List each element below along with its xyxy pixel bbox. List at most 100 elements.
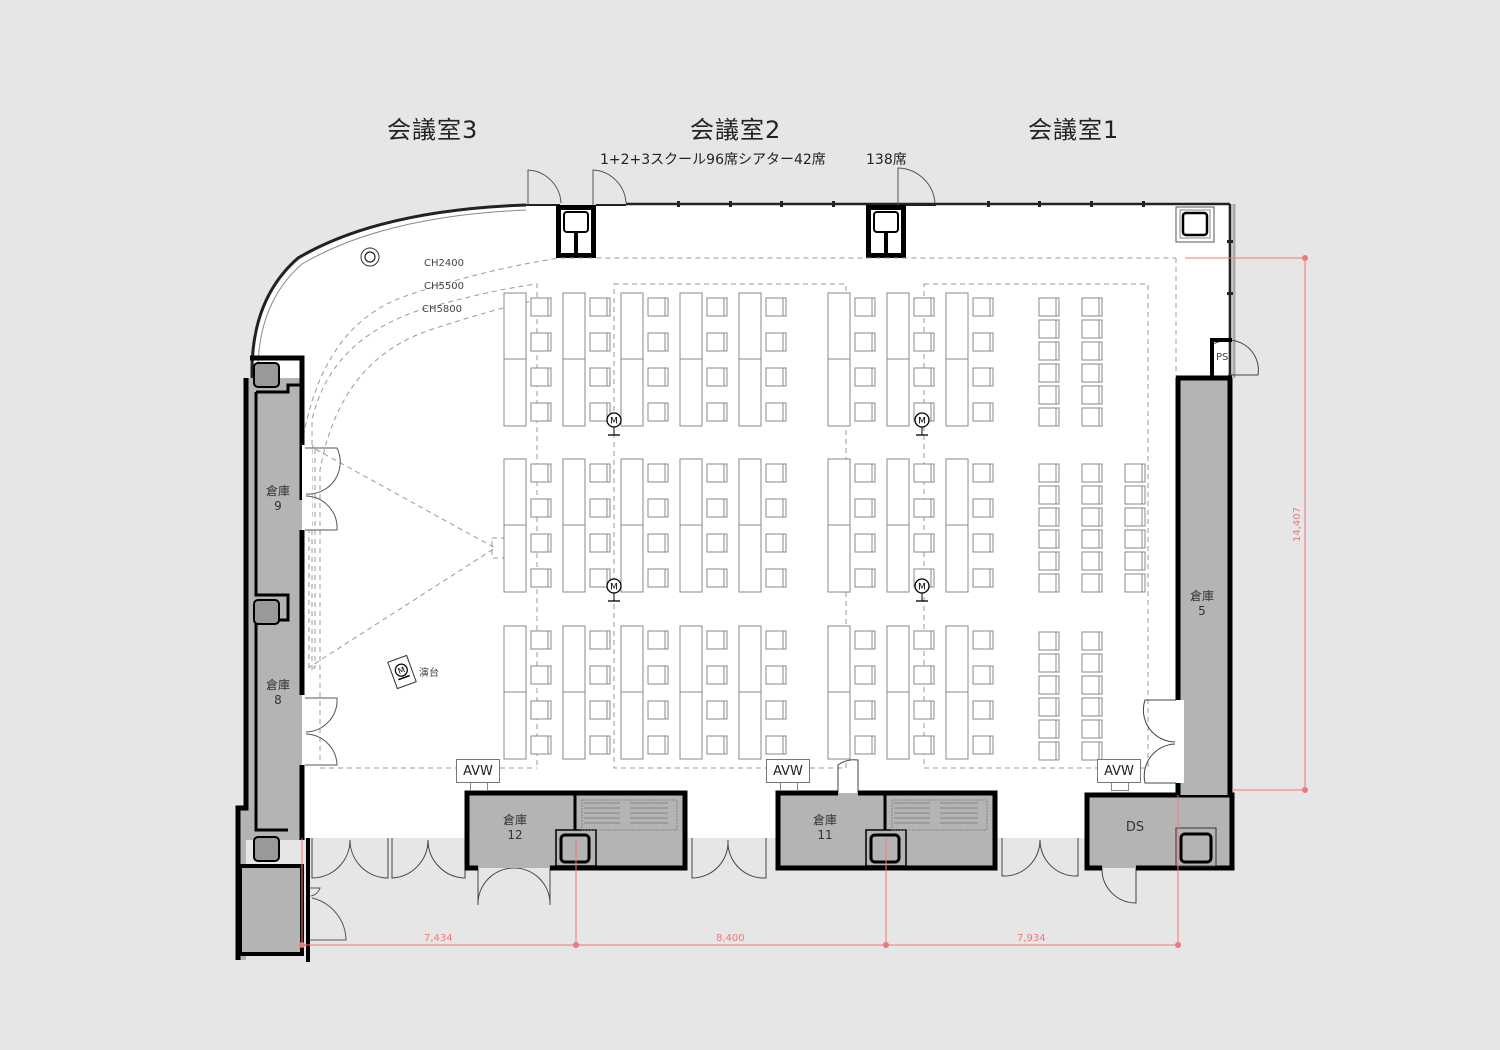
- dimension-14407: 14,407: [1292, 507, 1303, 542]
- svg-text:M: M: [610, 583, 618, 593]
- chair: [913, 332, 935, 352]
- theater-chair: [1081, 319, 1103, 339]
- chair: [706, 402, 728, 422]
- svg-text:M: M: [610, 417, 618, 427]
- chair: [647, 533, 669, 553]
- chair: [530, 630, 552, 650]
- theater-chair: [1038, 741, 1060, 761]
- theater-chair: [1038, 697, 1060, 717]
- chair: [706, 735, 728, 755]
- theater-chair: [1038, 363, 1060, 383]
- storage-left-block: [235, 355, 312, 962]
- chair: [706, 367, 728, 387]
- svg-text:M: M: [918, 583, 926, 593]
- chair: [706, 533, 728, 553]
- chair: [854, 665, 876, 685]
- chair: [972, 665, 994, 685]
- avw-3-stub: [1111, 783, 1129, 791]
- chair: [972, 402, 994, 422]
- chair: [530, 367, 552, 387]
- theater-chair: [1038, 407, 1060, 427]
- ceiling-height-2400: CH2400: [424, 258, 464, 269]
- theater-chair: [1081, 363, 1103, 383]
- chair: [913, 665, 935, 685]
- chair: [589, 463, 611, 483]
- avw-1: AVW: [456, 759, 500, 783]
- chair: [765, 630, 787, 650]
- chair: [765, 665, 787, 685]
- theater-chair: [1081, 551, 1103, 571]
- dimension-lines: [299, 255, 1308, 948]
- chair: [913, 700, 935, 720]
- theater-chair: [1038, 385, 1060, 405]
- chair: [765, 332, 787, 352]
- chair: [854, 533, 876, 553]
- chair: [765, 297, 787, 317]
- podium: M: [387, 654, 417, 690]
- column-top-1: [556, 205, 596, 258]
- chair: [972, 332, 994, 352]
- chair: [706, 297, 728, 317]
- chair: [765, 568, 787, 588]
- theater-chair: [1038, 529, 1060, 549]
- theater-chair: [1081, 297, 1103, 317]
- chair: [972, 630, 994, 650]
- chair: [647, 498, 669, 518]
- theater-chair: [1081, 653, 1103, 673]
- chair: [913, 367, 935, 387]
- chair: [647, 332, 669, 352]
- ceiling-height-5500: CH5500: [424, 281, 464, 292]
- room-2-title: 会議室2: [690, 116, 782, 144]
- room-1-title: 会議室1: [1028, 116, 1120, 144]
- theater-chair: [1038, 463, 1060, 483]
- theater-chair: [1081, 741, 1103, 761]
- chair: [706, 700, 728, 720]
- chair: [854, 498, 876, 518]
- chair: [647, 568, 669, 588]
- theater-chair: [1038, 551, 1060, 571]
- chair: [589, 332, 611, 352]
- chair: [972, 463, 994, 483]
- theater-chair: [1081, 573, 1103, 593]
- svg-text:M: M: [918, 417, 926, 427]
- chair: [913, 463, 935, 483]
- chair: [854, 367, 876, 387]
- ceiling-height-5800: CH5800: [422, 304, 462, 315]
- chair: [765, 735, 787, 755]
- chair: [530, 402, 552, 422]
- chair: [765, 700, 787, 720]
- theater-chair: [1038, 653, 1060, 673]
- svg-text:M: M: [397, 665, 407, 676]
- chair: [972, 700, 994, 720]
- theater-chair: [1081, 529, 1103, 549]
- chair: [589, 297, 611, 317]
- chair: [589, 533, 611, 553]
- column-top-2: [866, 205, 906, 258]
- avw-1-stub: [470, 783, 488, 791]
- chair: [530, 297, 552, 317]
- bottom-doors: [311, 339, 1259, 906]
- theater-chair: [1124, 573, 1146, 593]
- chair: [530, 332, 552, 352]
- chair: [589, 402, 611, 422]
- chair: [765, 498, 787, 518]
- chair: [854, 332, 876, 352]
- chair: [530, 533, 552, 553]
- mic-icon: M: [914, 412, 930, 436]
- podium-label: 演台: [419, 668, 439, 679]
- theater-chair: [1081, 463, 1103, 483]
- chair: [854, 463, 876, 483]
- chair: [530, 568, 552, 588]
- avw-3: AVW: [1097, 759, 1141, 783]
- theater-chair: [1038, 297, 1060, 317]
- theater-chair: [1038, 573, 1060, 593]
- theater-chair: [1124, 485, 1146, 505]
- mic-icon: M: [606, 412, 622, 436]
- theater-chairs: [1038, 297, 1146, 761]
- chair: [854, 297, 876, 317]
- total-capacity: 138席: [866, 152, 907, 168]
